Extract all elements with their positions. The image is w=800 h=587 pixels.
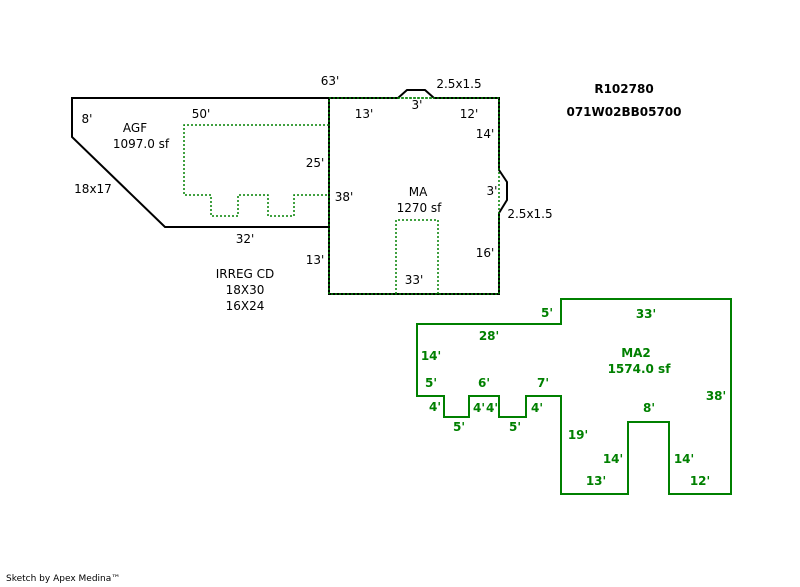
ma-label: MA [409, 185, 428, 199]
ma2-dim-4-d: 4' [531, 401, 543, 415]
map-number: 071W02BB05700 [566, 105, 681, 119]
ma2-dim-12: 12' [690, 474, 710, 488]
dim-63: 63' [321, 74, 340, 88]
dim-38-ma: 38' [335, 190, 354, 204]
ma2-dim-28: 28' [479, 329, 499, 343]
parcel-id: R102780 [594, 82, 653, 96]
ma-dotted-inner [395, 219, 439, 294]
ma2-dim-13: 13' [586, 474, 606, 488]
ma2-outline [416, 298, 732, 495]
ma2-label: MA2 [621, 346, 651, 360]
dim-14-right: 14' [476, 127, 495, 141]
ma2-dim-5-left: 5' [425, 376, 437, 390]
ma2-dim-4-b: 4' [473, 401, 485, 415]
ma2-dim-4-a: 4' [429, 400, 441, 414]
ma2-dim-5-bot-a: 5' [453, 420, 465, 434]
ma-area: 1270 sf [397, 201, 443, 215]
dim-32: 32' [236, 232, 255, 246]
agf-label: AGF [123, 121, 147, 135]
dim-3-right: 3' [487, 184, 498, 198]
ma2-dim-14-inner-b: 14' [674, 452, 694, 466]
ma-dotted-overlay [328, 97, 500, 295]
agf-outline [71, 97, 330, 228]
ma2-dim-5-bot-b: 5' [509, 420, 521, 434]
note-line3: 16X24 [226, 299, 265, 313]
ma2-area: 1574.0 sf [608, 362, 672, 376]
dim-50: 50' [192, 107, 211, 121]
dim-16-right: 16' [476, 246, 495, 260]
ma2-dim-8: 8' [643, 401, 655, 415]
dim-3-top: 3' [412, 98, 423, 112]
dim-12-top: 12' [460, 107, 479, 121]
dim-2-5x1-5-right: 2.5x1.5 [507, 207, 552, 221]
ma2-dim-7: 7' [537, 376, 549, 390]
dim-18x17: 18x17 [74, 182, 112, 196]
dim-8-left: 8' [82, 112, 93, 126]
ma2-dim-33-top: 33' [636, 307, 656, 321]
agf-dotted-inner [183, 124, 329, 217]
ma2-dim-6: 6' [478, 376, 490, 390]
dim-33-ma: 33' [405, 273, 424, 287]
dim-13-top: 13' [355, 107, 374, 121]
ma2-dim-5-top: 5' [541, 306, 553, 320]
note-line2: 18X30 [226, 283, 265, 297]
ma2-dim-38: 38' [706, 389, 726, 403]
ma2-dim-14-inner-a: 14' [603, 452, 623, 466]
ma2-dim-4-c: 4' [486, 401, 498, 415]
dim-2-5x1-5-top: 2.5x1.5 [436, 77, 481, 91]
dim-13-left: 13' [306, 253, 325, 267]
ma2-dim-19: 19' [568, 428, 588, 442]
note-line1: IRREG CD [216, 267, 275, 281]
credit-text: Sketch by Apex Medina™ [6, 574, 121, 584]
agf-area: 1097.0 sf [113, 137, 170, 151]
dim-25: 25' [306, 156, 325, 170]
ma2-dim-14-left: 14' [421, 349, 441, 363]
